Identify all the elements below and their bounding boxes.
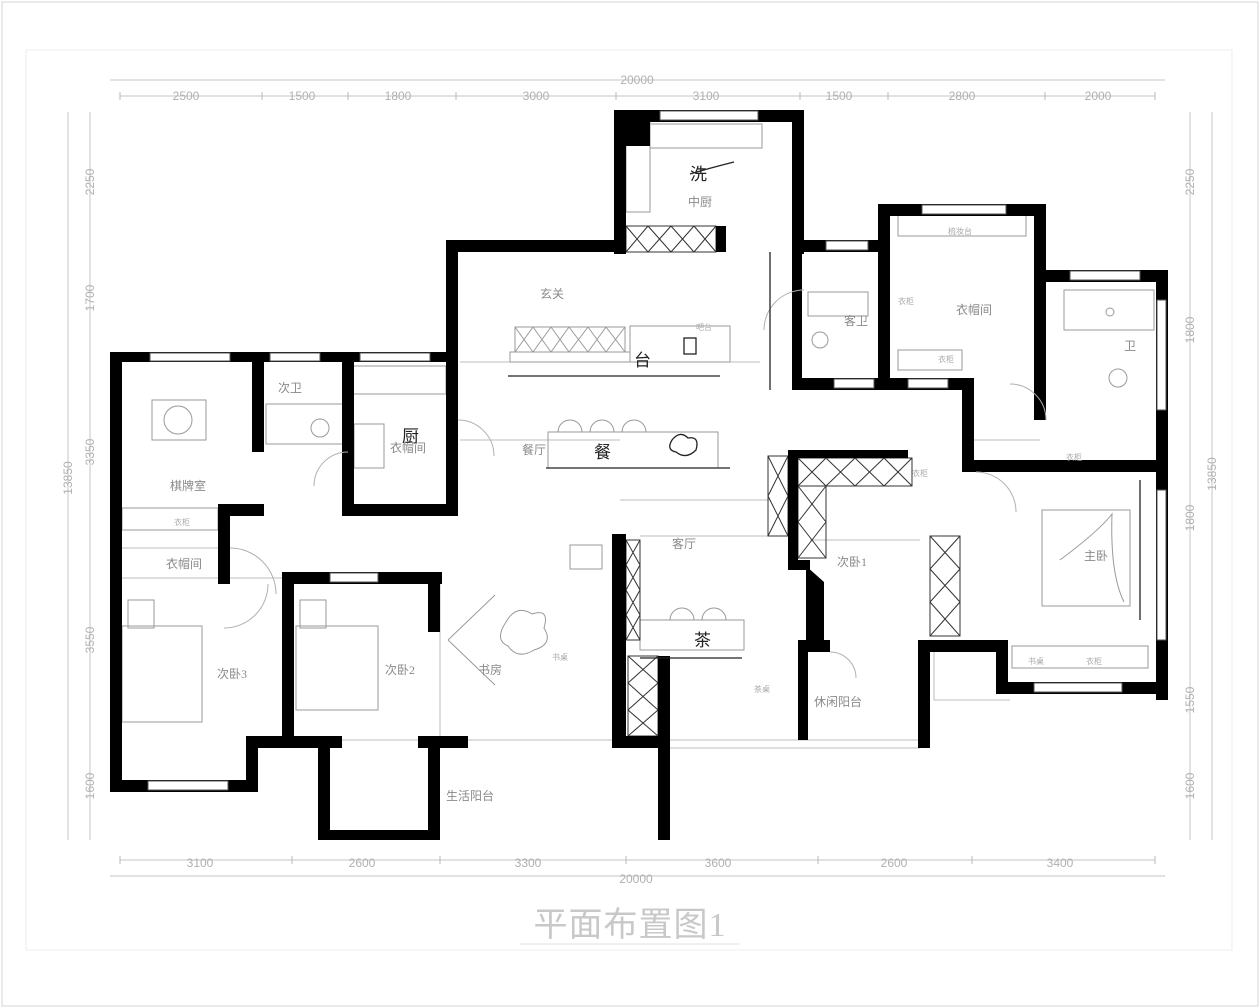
dim-top-1: 2500: [173, 89, 200, 103]
dim-top-7: 2800: [949, 89, 976, 103]
dim-top-total: 20000: [620, 73, 654, 87]
dim-bottom-5: 2600: [881, 856, 908, 870]
label-secondary-bed-3: 次卧3: [217, 667, 247, 681]
label-cloakroom-small: 衣帽间: [390, 440, 426, 455]
furniture: [121, 119, 1155, 723]
label-kitchen-mid: 中厨: [688, 194, 712, 209]
label-study: 书房: [478, 662, 502, 677]
note-chinese-kitchen: 厨: [402, 427, 419, 446]
dim-right-5: 1600: [1183, 772, 1197, 799]
label-living: 客厅: [672, 536, 696, 551]
dim-left-3: 3350: [83, 438, 97, 465]
inner-frame: [25, 49, 1233, 951]
dim-top-3: 1800: [385, 89, 412, 103]
dim-bottom-4: 3600: [705, 856, 732, 870]
label-wardrobe-3: 衣柜: [912, 468, 928, 478]
room-labels: 中厨 玄关 客卫 衣帽间 次卫 棋牌室 衣帽间 衣帽间 餐厅 客厅 次卧1 主卧…: [166, 194, 1136, 803]
label-shelf: 书桌: [1028, 656, 1044, 666]
furniture-labels: 梳妆台 衣柜 茶桌 吧台 衣柜 衣柜 衣柜 衣柜 书桌 衣柜 书桌: [174, 226, 1102, 694]
dim-left-total: 13850: [61, 461, 75, 495]
note-tea: 茶: [694, 631, 711, 650]
dimension-ticks: [119, 92, 1156, 864]
label-service-balcony: 生活阳台: [446, 788, 494, 803]
label-bar: 吧台: [696, 322, 712, 332]
label-tv-cabinet: 衣柜: [898, 296, 914, 306]
dim-left-2: 1700: [83, 284, 97, 311]
label-dressing: 衣柜: [938, 354, 954, 364]
note-island: 台: [634, 351, 651, 370]
dim-right-total: 13850: [1205, 457, 1219, 491]
label-master-bath: 卫: [1124, 339, 1136, 353]
dim-right-4: 1550: [1183, 686, 1197, 713]
label-wardrobe-2: 衣柜: [1086, 656, 1102, 666]
label-dining: 餐厅: [522, 442, 546, 457]
handwritten-notes: 洗 厨 台 餐 茶: [402, 165, 711, 650]
dim-bottom-total: 20000: [619, 872, 653, 886]
doors: [223, 289, 1047, 679]
dim-top-5: 3100: [693, 89, 720, 103]
dim-left-4: 3550: [83, 626, 97, 653]
dim-top-6: 1500: [826, 89, 853, 103]
dimension-lines: [67, 79, 1213, 877]
dim-bottom-2: 2600: [349, 856, 376, 870]
walls: [110, 110, 1168, 840]
windows: [147, 110, 1167, 791]
label-cloakroom-left: 衣帽间: [166, 556, 202, 571]
dim-right-2: 1800: [1183, 316, 1197, 343]
dim-left-5: 1600: [83, 772, 97, 799]
dim-bottom-1: 3100: [187, 856, 214, 870]
note-dining: 餐: [594, 443, 611, 462]
label-wash-table: 梳妆台: [948, 226, 972, 236]
label-foyer: 玄关: [540, 286, 564, 301]
interior-lines: [120, 361, 1040, 749]
sketch-marks: [508, 161, 1141, 659]
label-secondary-bed-1: 次卧1: [837, 555, 867, 569]
dim-top-8: 2000: [1085, 89, 1112, 103]
drawing-title: 平面布置图1: [534, 906, 727, 944]
label-guest-bath: 客卫: [844, 313, 868, 328]
dim-bottom-6: 3400: [1047, 856, 1074, 870]
dim-right-3: 1800: [1183, 504, 1197, 531]
label-wardrobe: 衣柜: [174, 517, 190, 527]
label-desk: 书桌: [552, 652, 568, 662]
dim-top-2: 1500: [289, 89, 316, 103]
dim-bottom-3: 3300: [515, 856, 542, 870]
label-leisure-balcony: 休闲阳台: [814, 694, 862, 709]
label-cloakroom-master: 衣帽间: [956, 302, 992, 317]
label-secondary-bed-2: 次卧2: [385, 663, 415, 677]
dim-right-1: 2250: [1183, 168, 1197, 195]
label-master-bed: 主卧: [1084, 549, 1108, 563]
dim-top-4: 3000: [523, 89, 550, 103]
label-chess-room: 棋牌室: [170, 478, 206, 493]
label-tea-table: 茶桌: [754, 684, 770, 694]
dim-left-1: 2250: [83, 168, 97, 195]
label-secondary-bath: 次卫: [278, 381, 302, 395]
label-wardrobe-4: 衣柜: [1066, 452, 1082, 462]
note-western-kitchen: 洗: [690, 165, 707, 184]
